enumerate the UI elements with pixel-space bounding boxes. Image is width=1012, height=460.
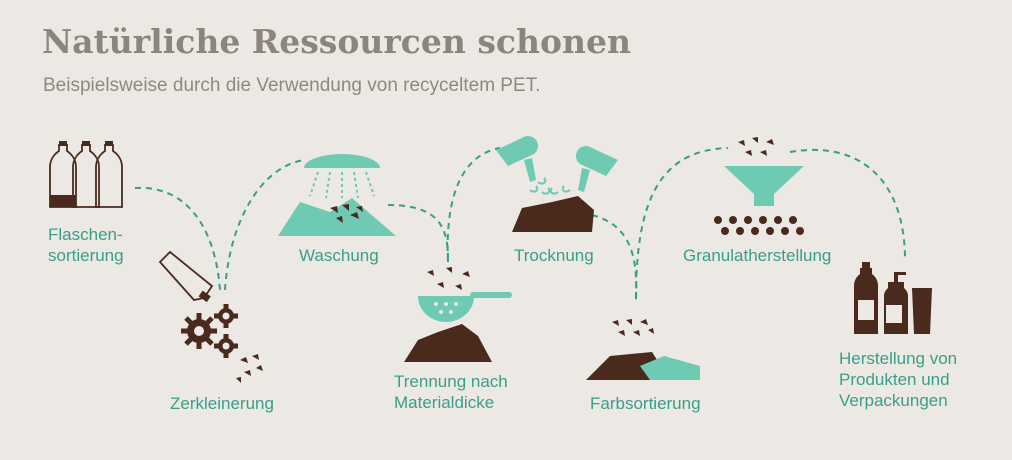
granulate-pellets xyxy=(714,216,804,235)
step-label-herstellung: Herstellung von Produkten und Verpackung… xyxy=(839,349,958,410)
flakes xyxy=(236,354,263,383)
drying-pile xyxy=(512,196,594,232)
sieve-icon xyxy=(418,292,512,322)
connector-2-3 xyxy=(224,159,306,291)
step-label-trocknung: Trocknung xyxy=(514,246,594,265)
hair-dryer-icon xyxy=(496,136,618,192)
flow-connectors xyxy=(134,147,906,301)
falling-flakes xyxy=(427,267,470,290)
step-label-waschung: Waschung xyxy=(299,246,379,265)
connector-3-4 xyxy=(387,204,449,261)
step-label-zerkleinerung: Zerkleinerung xyxy=(170,394,274,413)
page-title: Natürliche Ressourcen schonen xyxy=(42,22,632,61)
step-label-flaschensortierung: Flaschen- sortierung xyxy=(48,225,124,265)
gears-icon xyxy=(181,304,238,358)
material-pile xyxy=(404,324,492,362)
tilted-bottle-icon xyxy=(158,250,214,301)
connector-4-5 xyxy=(446,147,501,263)
shower-icon xyxy=(304,154,380,199)
air-flow xyxy=(529,177,571,195)
step-label-granulatherstellung: Granulatherstellung xyxy=(683,246,832,265)
wash-flakes xyxy=(330,204,363,223)
light-pile xyxy=(640,356,700,380)
water-pile xyxy=(278,198,396,236)
products-icon xyxy=(854,262,932,334)
funnel-flakes xyxy=(738,137,774,156)
bottle-caps xyxy=(50,141,113,207)
connector-7-8 xyxy=(789,148,906,261)
step-label-farbsortierung: Farbsortierung xyxy=(590,394,701,413)
step-label-trennung: Trennung nach Materialdicke xyxy=(394,372,508,412)
funnel-icon xyxy=(724,166,804,206)
connector-6-7 xyxy=(635,147,729,299)
connector-1-2 xyxy=(134,186,221,291)
connector-5-6 xyxy=(591,214,638,301)
page-subtitle: Beispielsweise durch die Verwendung von … xyxy=(43,75,541,96)
sorting-flakes xyxy=(612,319,654,336)
